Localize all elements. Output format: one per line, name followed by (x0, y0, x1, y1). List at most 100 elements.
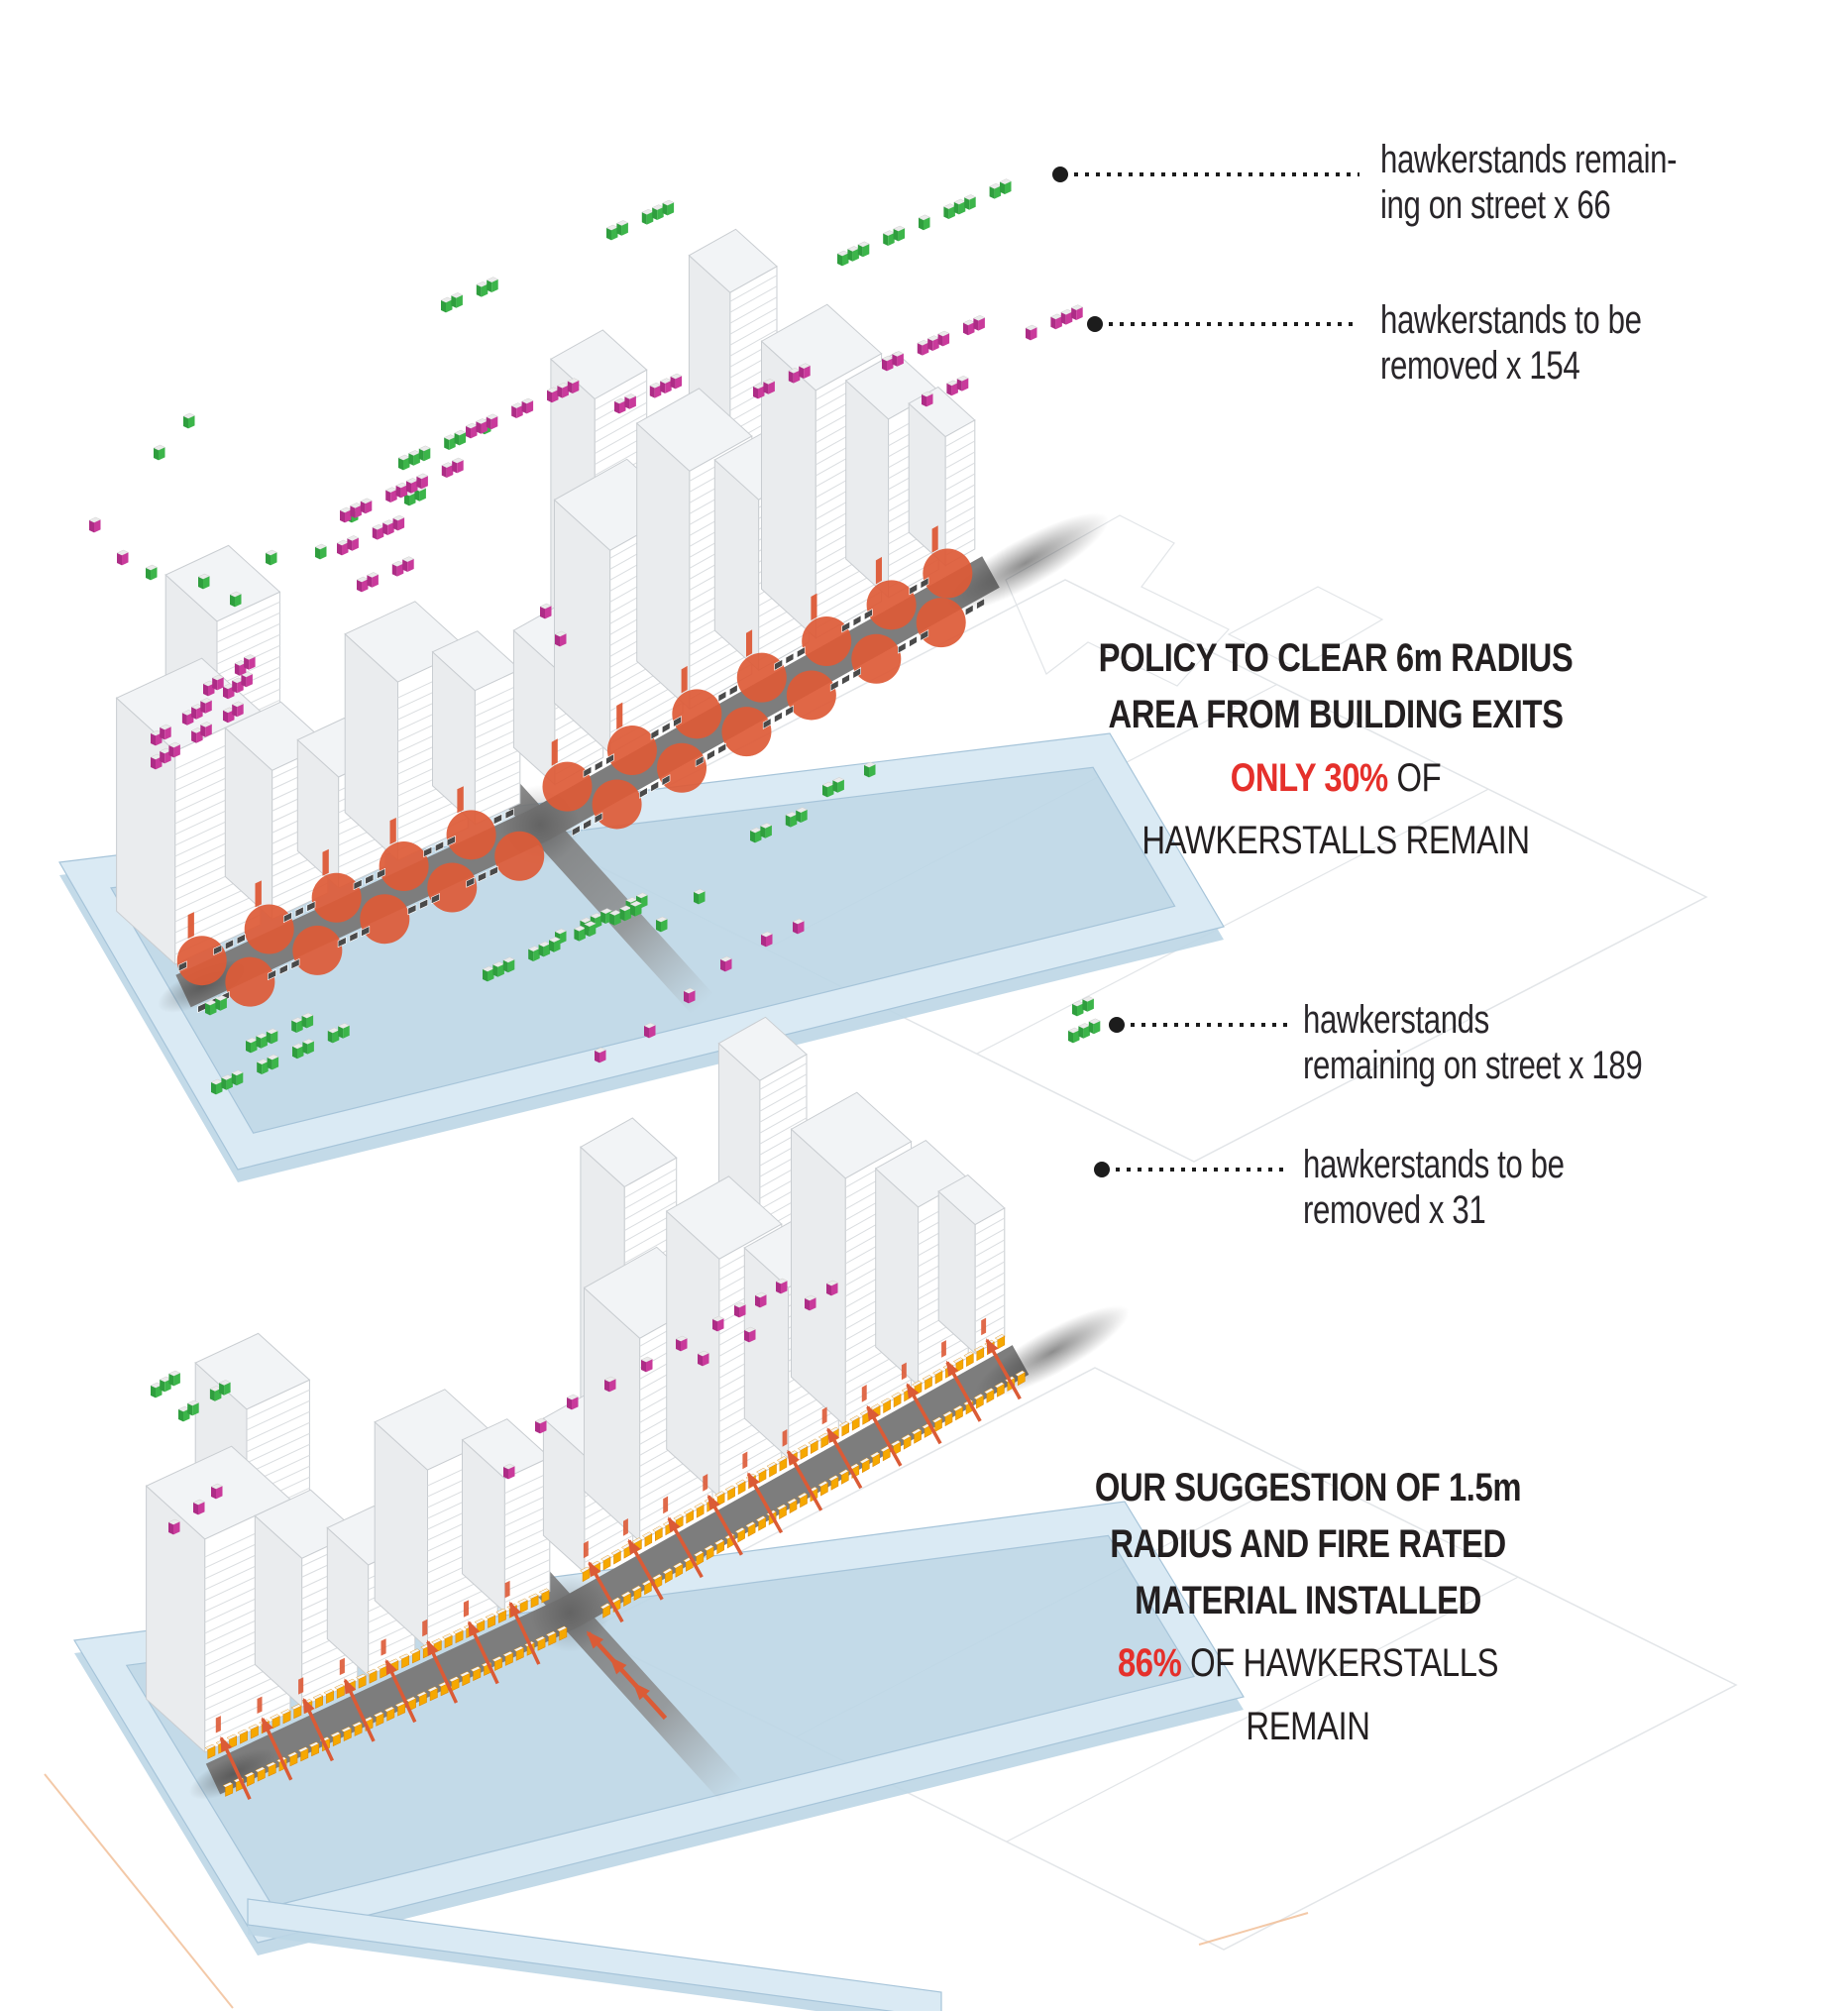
label-line: remaining on street x 189 (1303, 1044, 1643, 1087)
street-furniture (204, 1317, 1026, 1800)
hawker-stall-existing (430, 893, 440, 905)
building-exit (746, 629, 753, 657)
hawker-stall-existing (353, 878, 363, 891)
label-line: hawkerstands (1303, 998, 1489, 1042)
hawker-stall-existing (852, 667, 862, 680)
hawker-stall-existing (337, 937, 347, 949)
building-exit (681, 665, 688, 694)
label-line: ing on street x 66 (1380, 183, 1611, 227)
hawker-stall-existing (572, 825, 581, 837)
street-furniture (176, 525, 985, 1014)
hawker-stall-existing (435, 840, 444, 852)
label-line: removed x 31 (1303, 1188, 1486, 1232)
hawker-stall-existing (717, 690, 727, 703)
label-remaining-bottom: hawkerstands remaining on street x 189 (1303, 997, 1643, 1088)
hawker-stall-existing (762, 718, 772, 729)
building-exit (551, 738, 558, 766)
hawker-stall-existing (841, 620, 850, 633)
clearance-radius (606, 725, 657, 775)
hawker-stall-existing (361, 926, 371, 938)
hawker-stall-existing (707, 748, 715, 761)
clearance-radius (802, 615, 852, 666)
clearance-radius (176, 936, 227, 986)
policy-scene (58, 167, 1708, 1182)
building-exit (389, 818, 396, 844)
hawker-stall-existing (605, 753, 614, 766)
clearance-radius (672, 689, 722, 739)
building-exit (187, 912, 194, 940)
label-line: hawkerstands remain- (1380, 138, 1678, 181)
clearance-radius (786, 670, 836, 721)
hawker-stall-existing (419, 898, 429, 910)
hawker-stall-existing (852, 614, 862, 627)
hawker-stall-existing (290, 958, 300, 970)
hawker-stall-existing (478, 871, 487, 883)
suggestion-scene (44, 761, 1738, 2011)
headline-line: MATERIAL INSTALLED (1135, 1579, 1481, 1622)
hawker-stall-existing (504, 808, 514, 820)
hawker-stall-existing (594, 812, 603, 825)
clearance-radius (736, 652, 787, 703)
stands-to-remove-icons (167, 918, 839, 1535)
hawker-stall-existing (213, 944, 223, 955)
clearance-radius (916, 598, 966, 648)
hawker-stall-existing (492, 813, 502, 826)
leader-dot (1087, 316, 1103, 332)
hawker-stall-existing (466, 876, 476, 888)
headline-line: OUR SUGGESTION OF 1.5m (1094, 1466, 1522, 1509)
hawker-stall-existing (661, 774, 671, 787)
building-exit (811, 593, 817, 620)
hawker-stall-existing (349, 931, 359, 943)
stat-suffix: OF HAWKERSTALLS (1181, 1641, 1499, 1685)
hawker-stall-existing (178, 960, 187, 972)
building-exit (931, 525, 938, 553)
stat-value: ONLY 30% (1230, 756, 1388, 800)
hawker-stall-existing (785, 705, 795, 718)
hawker-stall-existing (365, 873, 375, 885)
leader-lines (1094, 1017, 1288, 1177)
hawker-stall-existing (446, 835, 456, 847)
clearance-radius (292, 925, 343, 975)
clearance-radius (592, 779, 642, 830)
hawker-stall-existing (225, 939, 234, 950)
hawker-stall-existing (583, 818, 592, 831)
hawker-stall-existing (236, 933, 246, 945)
hawker-stall-existing (423, 845, 433, 858)
hawker-stall-existing (785, 652, 795, 665)
hawker-stall-existing (306, 900, 316, 913)
clearance-radius (360, 894, 410, 945)
hawker-stall-existing (278, 963, 288, 975)
hawker-stall-existing (864, 608, 873, 620)
clearance-radius (311, 872, 362, 923)
leader-dot (1109, 1017, 1125, 1033)
clearance-radius (542, 761, 593, 812)
hawker-stall-existing (583, 765, 593, 778)
clearance-radius (225, 956, 275, 1007)
headline-line: HAWKERSTALLS REMAIN (1141, 819, 1530, 862)
hawker-stall-existing (639, 786, 648, 799)
label-line: hawkerstands to be (1380, 298, 1642, 342)
hawker-stall-existing (976, 598, 985, 611)
hawker-stall-existing (797, 646, 806, 659)
clearance-radius (379, 841, 429, 892)
hawker-stall-existing (909, 635, 918, 648)
headline-line: REMAIN (1246, 1705, 1370, 1748)
hawker-stall-existing (964, 604, 974, 616)
clearance-radius (427, 862, 478, 913)
hawker-stall-existing (294, 906, 304, 918)
clearance-radius (657, 742, 707, 793)
stands-remaining-icons (150, 761, 1101, 1422)
hawker-stall-existing (920, 629, 929, 641)
hawker-stall-existing (717, 742, 727, 755)
headline-line: AREA FROM BUILDING EXITS (1108, 693, 1564, 736)
hawker-stall-existing (661, 722, 671, 734)
label-line: removed x 154 (1380, 344, 1580, 388)
stat-value: 86% (1117, 1641, 1182, 1685)
leader-lines (1052, 167, 1359, 332)
hawker-stall-existing (377, 867, 386, 880)
hawker-stall-existing (774, 711, 783, 724)
stat-suffix: OF (1387, 756, 1442, 800)
hawker-stall-existing (282, 911, 292, 924)
